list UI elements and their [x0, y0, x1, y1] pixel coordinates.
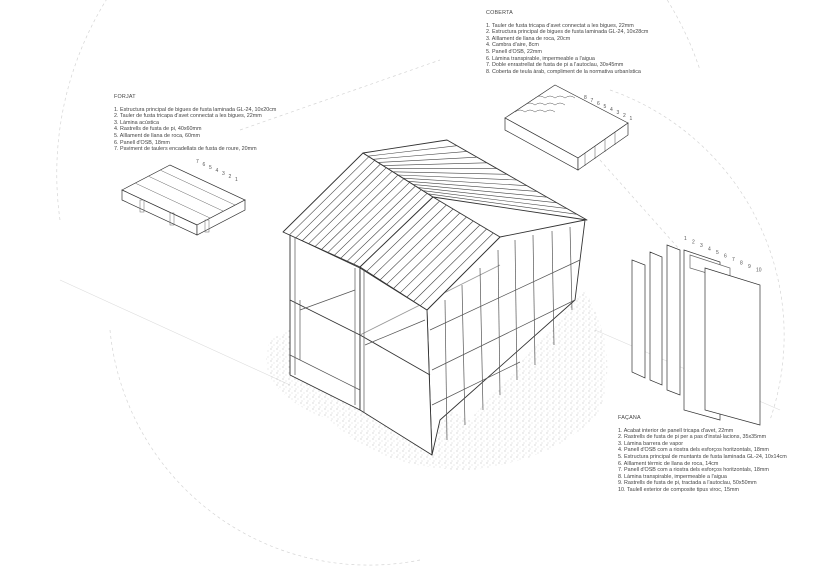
- facade-layer-number: 9: [748, 264, 751, 270]
- floor-layer-number: 4: [216, 168, 219, 174]
- roof-layer-number: 6: [597, 101, 600, 107]
- facade-layer-number: 10: [756, 268, 762, 274]
- legend-item: 5. Estructura principal de muntants de f…: [618, 453, 787, 460]
- floor-layer-number: 6: [203, 162, 206, 168]
- floor-detail: [121, 164, 246, 236]
- roof-layer-number: 7: [591, 98, 594, 104]
- roof-layer-number: 1: [630, 116, 633, 122]
- legend-item: 7. Paviment de taulers encadellats de fu…: [114, 146, 257, 153]
- floor-layer-number: 3: [222, 171, 225, 177]
- legend-item: 1. Acabat interior de panell tricapa d'a…: [618, 427, 734, 434]
- legend-item: 6. Làmina transpirable, impermeable a l'…: [486, 55, 595, 62]
- facade-legend: FAÇANA 1. Acabat interior de panell tric…: [618, 415, 787, 494]
- facade-legend-title: FAÇANA: [618, 415, 641, 421]
- legend-item: 7. Doble enrastrellat de fusta de pi a l…: [486, 62, 624, 69]
- legend-item: 4. Cambra d'aire, 8cm: [486, 42, 539, 49]
- floor-layer-number: 5: [209, 165, 212, 171]
- legend-item: 3. Aïllament de llana de roca, 20cm: [486, 35, 571, 42]
- facade-layer-number: 4: [708, 247, 711, 253]
- legend-item: 10. Taulell exterior de composite tipus …: [618, 486, 739, 493]
- legend-item: 8. Coberta de teula àrab, compliment de …: [486, 68, 641, 75]
- roof-legend-title: COBERTA: [486, 10, 513, 16]
- legend-item: 9. Rastrells de fusta de pi, tractada a …: [618, 480, 757, 487]
- roof-layer-number: 4: [610, 107, 613, 113]
- legend-item: 3. Làmina barrera de vapor: [618, 440, 684, 447]
- roof-layer-number: 8: [584, 95, 587, 101]
- legend-item: 5. Aïllament de llana de roca, 60mm: [114, 132, 200, 139]
- roof-detail: [504, 84, 629, 171]
- legend-item: 6. Aïllament tèrmic de llana de roca, 14…: [618, 460, 719, 467]
- legend-item: 2. Estructura principal de bigues de fus…: [486, 29, 649, 36]
- facade-layer-number: 6: [724, 254, 727, 260]
- facade-layer-number: 5: [716, 250, 719, 256]
- legend-item: 7. Panell d'OSB com a riostra dels esfor…: [618, 467, 769, 474]
- roof-legend: COBERTA 1. Tauler de fusta tricapa d'ave…: [486, 10, 648, 75]
- facade-layer-number: 1: [684, 236, 687, 242]
- legend-item: 1. Tauler de fusta tricapa d'avet connec…: [486, 22, 634, 29]
- facade-layer-number: 7: [732, 257, 735, 263]
- facade-layer-number: 8: [740, 261, 743, 267]
- roof-layer-number: 3: [617, 110, 620, 116]
- legend-item: 3. Làmina acústica: [114, 119, 159, 126]
- legend-item: 2. Rastrells de fusta de pi per a pas d'…: [618, 434, 767, 441]
- legend-item: 4. Rastrells de fusta de pi, 40x60mm: [114, 126, 202, 133]
- roof-layer-number: 2: [623, 113, 626, 119]
- legend-item: 8. Làmina transpirable, impermeable a l'…: [618, 473, 727, 480]
- floor-layer-number: 7: [196, 159, 199, 165]
- legend-item: 6. Panell d'OSB, 18mm: [114, 139, 170, 146]
- legend-item: 1. Estructura principal de bigues de fus…: [114, 106, 277, 113]
- ground-stipple: [266, 290, 608, 470]
- floor-layer-number: 2: [229, 174, 232, 180]
- floor-layer-number: 1: [235, 177, 238, 183]
- house-structure: [282, 139, 588, 456]
- facade-layer-number: 3: [700, 243, 703, 249]
- floor-legend: FORJAT 1. Estructura principal de bigues…: [114, 94, 276, 153]
- legend-item: 2. Tauler de fusta tricapa d'avet connec…: [114, 113, 262, 120]
- facade-layer-number: 2: [692, 240, 695, 246]
- floor-legend-title: FORJAT: [114, 94, 136, 100]
- roof-layer-number: 5: [604, 104, 607, 110]
- legend-item: 4. Panell d'OSB com a riostra dels esfor…: [618, 447, 769, 454]
- guide-arcs: [56, 0, 785, 566]
- legend-item: 5. Panell d'OSB, 22mm: [486, 48, 542, 55]
- facade-detail: [631, 244, 761, 426]
